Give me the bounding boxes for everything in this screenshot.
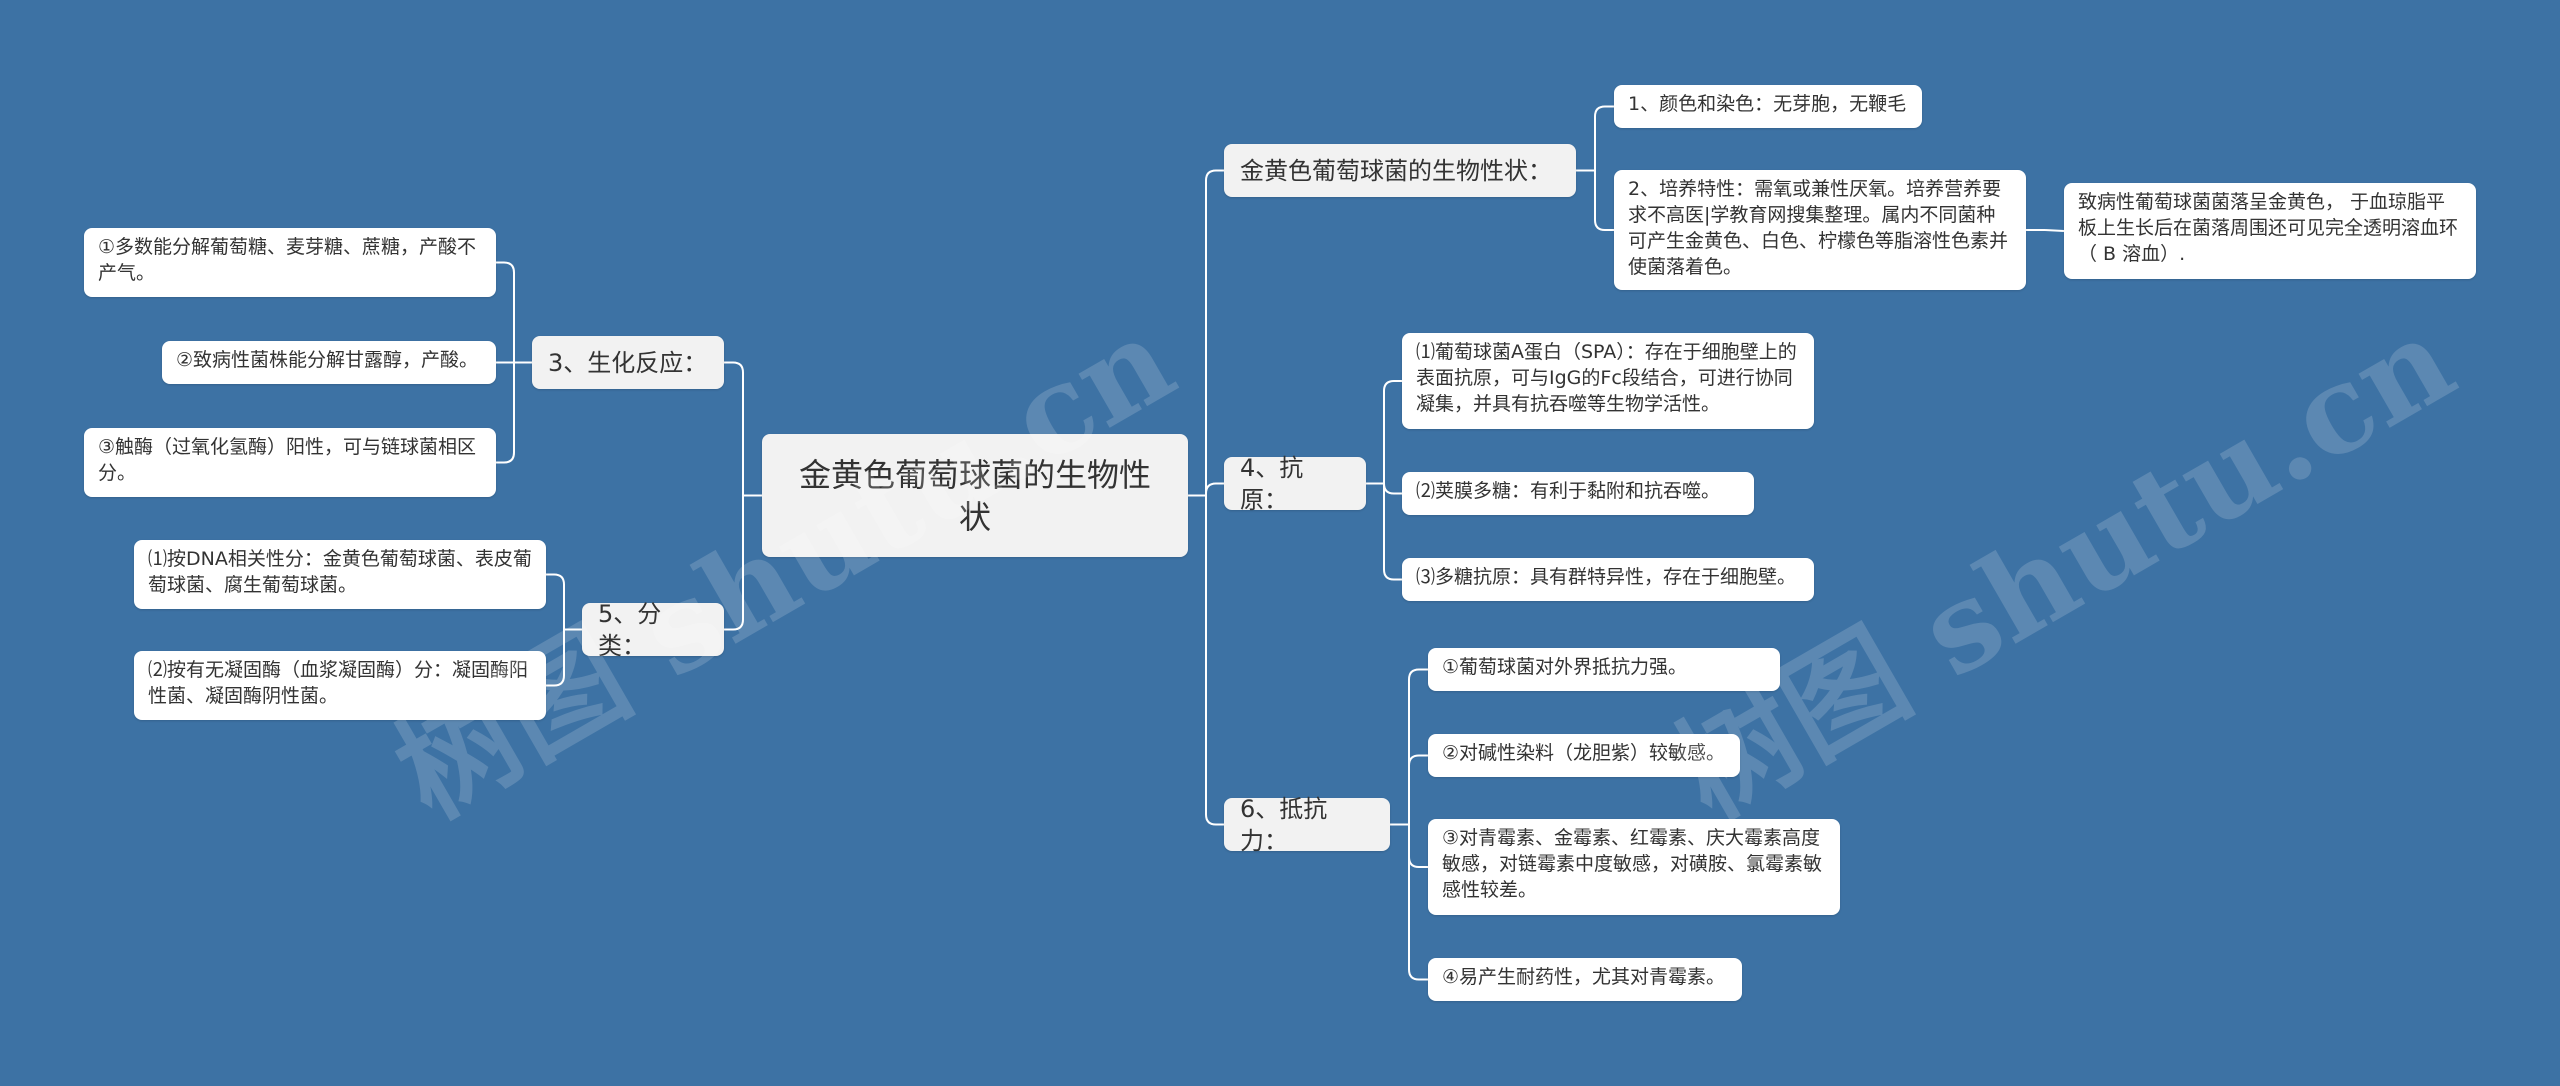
leaf-class-2[interactable]: ⑵按有无凝固酶（血浆凝固酶）分：凝固酶阳性菌、凝固酶阴性菌。 [134, 651, 546, 720]
branch-classification[interactable]: 5、分类： [582, 600, 724, 660]
resistance-link-2 [1408, 824, 1428, 868]
leaf-biochem-1[interactable]: ①多数能分解葡萄糖、麦芽糖、蔗糖，产酸不产气。 [84, 228, 496, 297]
leaf-culture-detail[interactable]: 致病性葡萄球菌菌落呈金黄色， 于血琼脂平板上生长后在菌落周围还可见完全透明溶血环… [2064, 183, 2476, 279]
leaf-class-1[interactable]: ⑴按DNA相关性分：金黄色葡萄球菌、表皮葡萄球菌、腐生葡萄球菌。 [134, 540, 546, 609]
leaf-resist-1[interactable]: ①葡萄球菌对外界抵抗力强。 [1428, 648, 1780, 691]
leaf-resist-2[interactable]: ②对碱性染料（龙胆紫）较敏感。 [1428, 734, 1740, 777]
antigen-link-2 [1383, 483, 1402, 581]
resistance-link-3 [1408, 824, 1428, 981]
branch-bio-traits[interactable]: 金黄色葡萄球菌的生物性状： [1224, 144, 1576, 197]
resistance-link-1 [1408, 754, 1428, 825]
antigen-link-0 [1383, 380, 1402, 484]
root-right-link-1 [1205, 482, 1224, 496]
bio-traits-link-1 [1594, 170, 1614, 231]
leaf-capsule[interactable]: ⑵荚膜多糖：有利于黏附和抗吞噬。 [1402, 472, 1754, 515]
branch-resistance[interactable]: 6、抵抗力： [1224, 795, 1390, 855]
leaf-polysaccharide[interactable]: ⑶多糖抗原：具有群特异性，存在于细胞壁。 [1402, 558, 1814, 601]
root-right-link-0 [1205, 169, 1224, 496]
leaf-biochem-2[interactable]: ②致病性菌株能分解甘露醇，产酸。 [162, 341, 496, 384]
leaf-biochem-3[interactable]: ③触酶（过氧化氢酶）阳性，可与链球菌相区分。 [84, 428, 496, 497]
branch-antigen[interactable]: 4、抗原： [1224, 454, 1366, 514]
root-node[interactable]: 金黄色葡萄球菌的生物性状 [762, 434, 1188, 557]
leaf-color-staining[interactable]: 1、颜色和染色：无芽胞，无鞭毛 [1614, 85, 1922, 128]
leaf-resist-3[interactable]: ③对青霉素、金霉素、红霉素、庆大霉素高度敏感，对链霉素中度敏感，对磺胺、氯霉素敏… [1428, 819, 1840, 915]
root-right-link-2 [1205, 495, 1224, 826]
leaf-spa[interactable]: ⑴葡萄球菌A蛋白（SPA）：存在于细胞壁上的表面抗原，可与IgG的Fc段结合，可… [1402, 333, 1814, 429]
bio-traits-link-0 [1594, 105, 1614, 171]
branch-biochem[interactable]: 3、生化反应： [532, 336, 724, 389]
resistance-link-0 [1408, 668, 1428, 825]
leaf-resist-4[interactable]: ④易产生耐药性，尤其对青霉素。 [1428, 958, 1742, 1001]
biochem-link-2 [496, 362, 515, 464]
biochem-link-0 [496, 261, 515, 363]
classification-link-0 [546, 573, 565, 630]
culture-link-0 [2044, 229, 2065, 232]
leaf-culture[interactable]: 2、培养特性：需氧或兼性厌氧。培养营养要求不高医|学教育网搜集整理。属内不同菌种… [1614, 170, 2026, 290]
root-left-link-0 [724, 361, 744, 496]
antigen-link-1 [1383, 483, 1402, 495]
root-left-link-1 [724, 495, 744, 631]
classification-link-1 [546, 629, 565, 687]
